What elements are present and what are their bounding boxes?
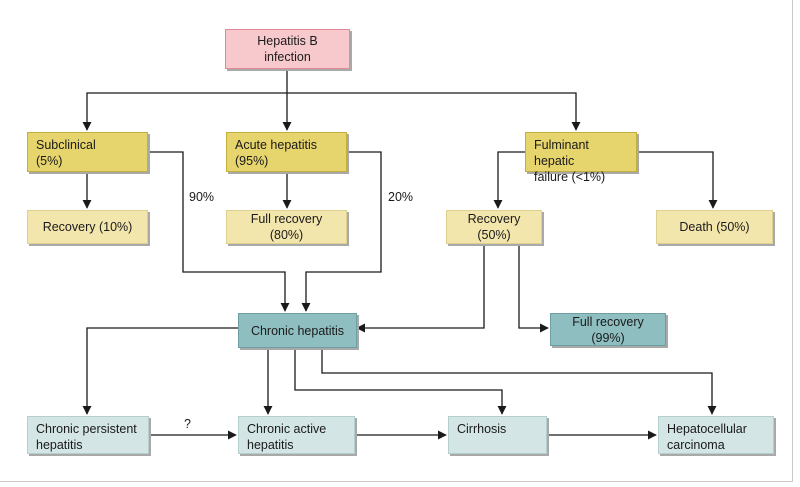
node-full-recovery-80: Full recovery (80%) [226, 210, 347, 244]
edge-recovery50-to-full99 [518, 244, 549, 333]
edge-fulminant-to-death [637, 151, 718, 209]
node-full-recovery-99: Full recovery (99%) [550, 313, 666, 346]
node-acute-hepatitis: Acute hepatitis (95%) [226, 132, 347, 172]
node-label: Fulminant hepatic failure (<1%) [534, 138, 606, 184]
node-label: Chronic hepatitis [250, 323, 345, 338]
node-label: Chronic persistent hepatitis [36, 422, 137, 452]
node-subclinical: Subclinical (5%) [27, 132, 148, 172]
node-label: Full recovery (80%) [250, 212, 323, 242]
node-label: Chronic active hepatitis [247, 422, 327, 452]
node-label: Death (50%) [679, 220, 750, 234]
edge-chronic-to-cirrhosis [294, 348, 507, 415]
node-label: Hepatocellular carcinoma [667, 422, 747, 452]
edge-acute-to-chronic [301, 151, 382, 312]
edge-subclinical-to-chronic [148, 151, 290, 312]
edge-fulminant-to-recovery [493, 151, 525, 209]
node-label: Hepatitis B infection [257, 34, 318, 64]
edge-hbv-bus-to-fulminant [287, 92, 581, 131]
node-recovery-10: Recovery (10%) [27, 210, 148, 244]
node-label: Recovery (10%) [42, 220, 133, 234]
edge-label-90: 90% [189, 190, 215, 204]
edge-chronic-to-hcc [321, 348, 717, 415]
edge-recovery50-to-chronic [356, 244, 485, 333]
edge-label-question: ? [184, 417, 191, 431]
node-hepatitis-b-infection: Hepatitis B infection [225, 29, 350, 69]
edge-label-20: 20% [388, 190, 414, 204]
node-label: Full recovery (99%) [572, 314, 644, 345]
edge-chronic-to-cph [82, 327, 238, 415]
edge-hbv-bus-to-subclinical [82, 92, 287, 131]
node-chronic-hepatitis: Chronic hepatitis [238, 313, 357, 348]
node-label: Cirrhosis [457, 422, 507, 436]
node-label: Acute hepatitis (95%) [235, 138, 317, 168]
node-chronic-active-hepatitis: Chronic active hepatitis [238, 416, 355, 454]
node-recovery-50: Recovery (50%) [446, 210, 542, 244]
node-label: Recovery (50%) [467, 212, 521, 242]
node-cirrhosis: Cirrhosis [448, 416, 547, 454]
node-death-50: Death (50%) [656, 210, 773, 244]
node-chronic-persistent-hepatitis: Chronic persistent hepatitis [27, 416, 149, 454]
node-hepatocellular-carcinoma: Hepatocellular carcinoma [658, 416, 774, 454]
node-label: Subclinical (5%) [36, 138, 96, 168]
node-fulminant-hepatic-failure: Fulminant hepatic failure (<1%) [525, 132, 637, 184]
